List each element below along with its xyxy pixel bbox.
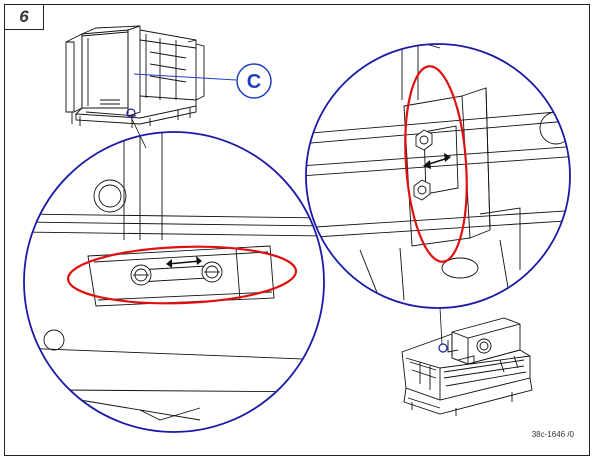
callout-circle: [236, 63, 272, 99]
detail-circle-right: [305, 43, 571, 309]
highlight-ellipse-left: [66, 245, 298, 305]
document-reference: 38c-1646 /0: [531, 430, 574, 439]
double-arrow-icon: [423, 153, 451, 169]
highlight-ellipse-right: [404, 65, 468, 263]
diagram-frame: [4, 4, 590, 456]
detail-view-right: [306, 44, 570, 301]
leader-line-top: [130, 116, 147, 149]
double-arrow-icon: [166, 256, 202, 268]
detail-circle-left: [23, 131, 325, 433]
callout-letter: C: [247, 71, 261, 93]
unit-overview-top: [65, 25, 205, 128]
unit-overview-bottom: [401, 317, 533, 416]
location-marker-bottom: [438, 343, 448, 353]
step-number-box: 6: [4, 4, 44, 30]
detail-view-left: [24, 132, 324, 431]
step-number: 6: [19, 7, 29, 26]
callout-leader-line: [133, 73, 237, 81]
